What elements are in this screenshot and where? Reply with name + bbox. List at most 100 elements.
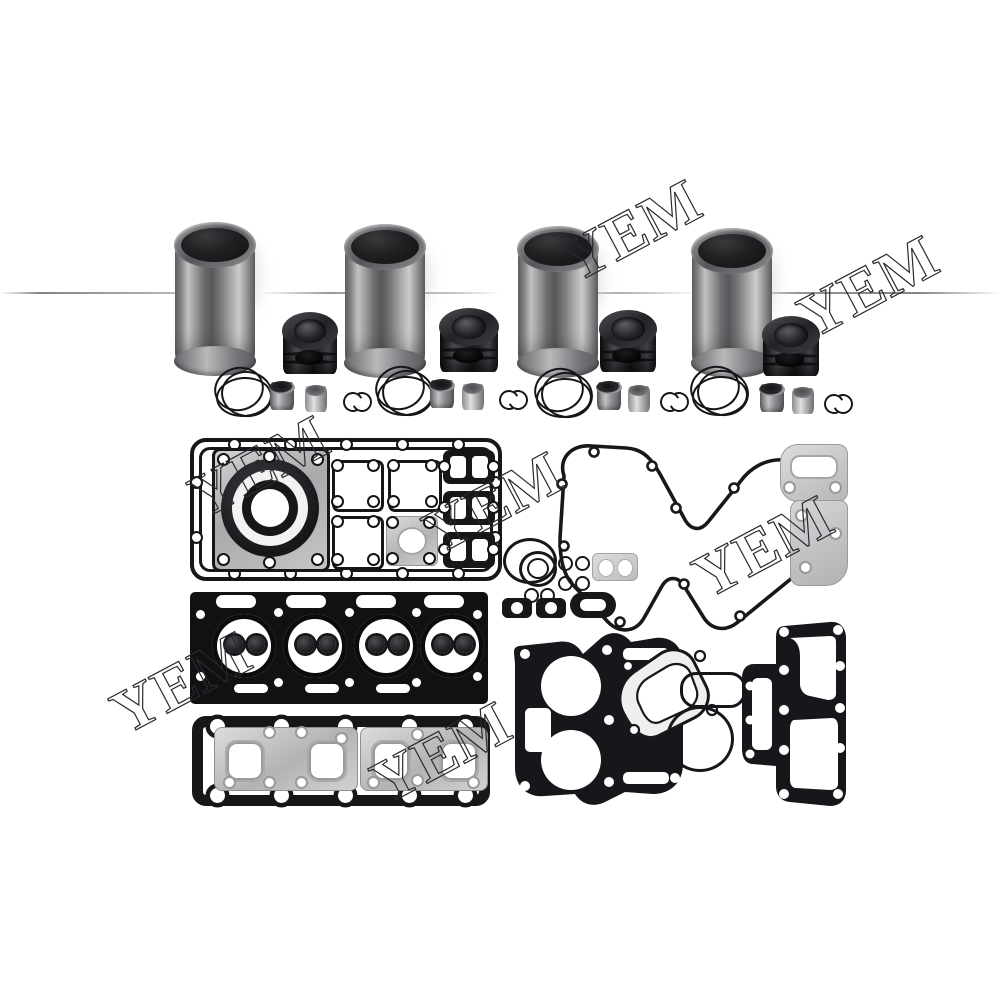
valve-relief <box>248 636 265 653</box>
oil-cooler-lower-window <box>790 718 838 790</box>
oil-control-ring <box>214 375 274 419</box>
bolt-hole <box>801 563 810 572</box>
bolt-hole <box>342 440 351 449</box>
bolt-hole <box>604 715 614 725</box>
square-port-gasket-2 <box>388 460 442 512</box>
oil-control-ring <box>375 374 435 418</box>
oil-cooler-gasket <box>742 621 846 806</box>
bolt-hole <box>779 789 789 799</box>
bolt-hole <box>427 497 436 506</box>
exhaust-port <box>371 740 411 782</box>
bolt-hole <box>369 517 378 526</box>
seal-slot <box>617 559 633 577</box>
oval-port-gasket <box>680 672 746 708</box>
coolant-slot <box>356 595 396 608</box>
square-port-gasket-1 <box>332 460 384 512</box>
housing-window <box>525 708 551 752</box>
square-port-gasket-3 <box>332 516 384 570</box>
bolt-hole <box>831 483 840 492</box>
bolt-hole <box>219 555 228 564</box>
valve-relief <box>456 636 473 653</box>
head-bolt-hole <box>274 678 283 687</box>
head-bolt-hole <box>345 678 354 687</box>
cylinder-head-gasket <box>190 592 488 704</box>
crankshaft-bore <box>541 730 601 790</box>
bolt-hole <box>388 554 397 563</box>
gasket-port <box>450 456 466 478</box>
lower-slot <box>305 684 339 693</box>
injector-seal-gasket <box>592 553 638 581</box>
seal-bore <box>251 489 289 527</box>
bolt-hole <box>333 461 342 470</box>
bolt-hole <box>745 681 755 691</box>
bolt-hole <box>265 558 274 567</box>
bolt-hole <box>785 483 794 492</box>
bolt-hole <box>779 627 789 637</box>
bolt-hole <box>638 773 648 783</box>
oil-control-ring <box>534 376 594 420</box>
front-cover-tab-gasket-lower <box>790 500 848 586</box>
bolt-hole <box>491 533 500 542</box>
bolt-hole <box>313 555 322 564</box>
piston-pin-bushing-1 <box>305 385 327 412</box>
bolt-hole <box>489 503 498 512</box>
liner-bore <box>181 228 249 262</box>
oil-cooler-inner-window <box>790 636 836 700</box>
gasket-hole <box>580 599 606 611</box>
head-gasket-bore-2 <box>283 614 347 678</box>
bolt-hole <box>342 569 351 578</box>
valve-relief <box>297 636 314 653</box>
exhaust-manifold-gasket-1 <box>214 727 358 791</box>
head-bolt-hole <box>274 608 283 617</box>
front-cover-tab-gasket-upper <box>780 444 848 502</box>
seal-slot <box>598 559 614 577</box>
gasket-port <box>472 456 488 478</box>
bolt-hole <box>265 778 274 787</box>
bolt-hole <box>413 730 422 739</box>
bolt-eye <box>210 788 225 803</box>
coolant-slot <box>424 595 464 608</box>
head-bolt-hole <box>196 672 205 681</box>
bolt-hole <box>745 749 755 759</box>
bolt-hole <box>693 649 707 663</box>
bolt-hole <box>728 482 740 494</box>
bolt-hole <box>333 517 342 526</box>
flange-gasket-2 <box>440 491 498 525</box>
compression-ring <box>218 367 276 421</box>
bolt-hole <box>369 461 378 470</box>
piston-pin-bore <box>294 350 323 365</box>
o-ring-tiny <box>575 576 590 591</box>
bolt-hole <box>454 440 463 449</box>
bolt-hole <box>614 616 626 628</box>
piston-combustion-bowl <box>293 319 327 343</box>
lower-slot <box>376 684 410 693</box>
piston-pin-bushing-2 <box>462 383 484 410</box>
bolt-hole <box>440 462 449 471</box>
bolt-eye <box>458 788 473 803</box>
bolt-hole <box>835 703 845 713</box>
oil-control-ring <box>690 374 750 418</box>
bolt-hole <box>333 555 342 564</box>
bolt-hole <box>192 533 201 542</box>
turbo-oil-gasket <box>570 592 616 618</box>
water-outlet-gasket <box>386 516 438 566</box>
bolt-hole <box>192 478 201 487</box>
bolt-hole <box>369 497 378 506</box>
bolt-hole <box>440 545 449 554</box>
bolt-hole <box>337 734 346 743</box>
bolt-hole <box>835 661 845 671</box>
bolt-hole <box>225 778 234 787</box>
piston-combustion-bowl <box>451 315 487 339</box>
flange-gasket-3 <box>440 532 498 568</box>
bolt-hole <box>489 462 498 471</box>
bolt-hole <box>734 610 746 622</box>
cylinder-liner-3 <box>517 226 613 378</box>
bolt-hole <box>454 569 463 578</box>
gasket-port <box>450 539 466 561</box>
bolt-hole <box>440 503 449 512</box>
bolt-eye <box>274 788 289 803</box>
piston-pin-bore <box>452 348 483 363</box>
bolt-hole <box>389 497 398 506</box>
bolt-hole <box>369 778 378 787</box>
o-ring-tiny <box>575 556 590 571</box>
